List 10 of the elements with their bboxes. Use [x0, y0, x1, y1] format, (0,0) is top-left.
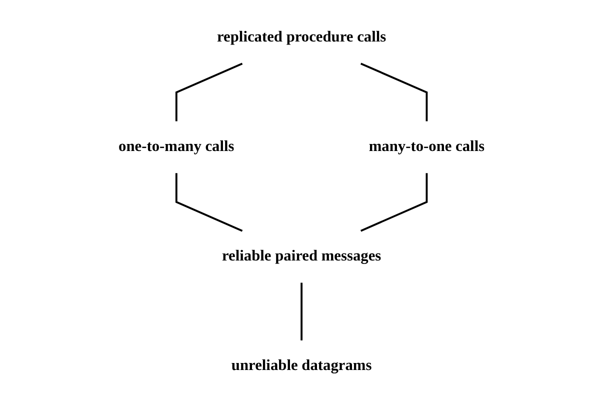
node-text: reliable paired messages [222, 248, 382, 264]
node-text: replicated procedure calls [216, 28, 386, 46]
node-text: one-to-many calls [118, 138, 234, 155]
connector [360, 173, 428, 232]
connector [175, 173, 243, 232]
node-text: unreliable datagrams [231, 358, 372, 374]
connector [175, 62, 243, 122]
connector [300, 282, 302, 340]
node-text: many-to-one calls [368, 138, 485, 155]
connector [360, 62, 428, 122]
